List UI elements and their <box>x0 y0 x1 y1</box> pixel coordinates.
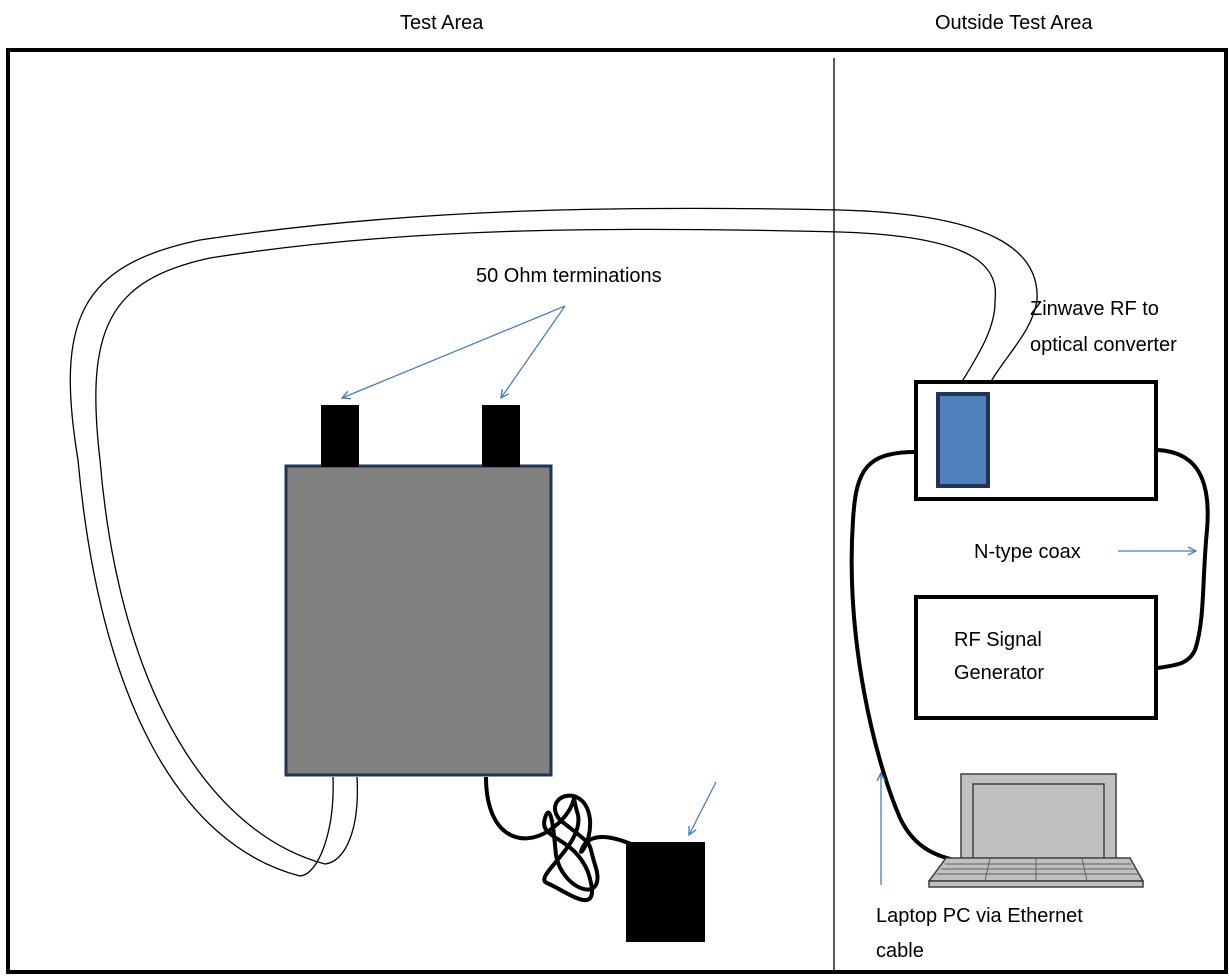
termination-right <box>482 405 520 467</box>
fiber-cable-outer <box>69 207 1038 877</box>
laptop-label-line1: Laptop PC via Ethernet <box>876 905 1083 927</box>
coax-cable <box>1157 448 1210 670</box>
terminations-label: 50 Ohm terminations <box>476 265 662 287</box>
ethernet-cable <box>849 450 966 864</box>
test-area-label: Test Area <box>400 12 484 34</box>
tangled-cable <box>484 776 665 903</box>
termination-arrow-left <box>342 305 566 398</box>
laptop-icon <box>927 773 1145 888</box>
laptop-label-line2: cable <box>876 940 924 962</box>
black-box-arrow <box>689 781 717 835</box>
signal-generator-label-line1: RF Signal <box>954 629 1042 651</box>
converter-label-line2: optical converter <box>1030 334 1177 356</box>
coax-label: N-type coax <box>974 541 1081 563</box>
signal-generator-box <box>914 595 1158 720</box>
termination-left <box>321 405 359 467</box>
outside-test-area-label: Outside Test Area <box>935 12 1093 34</box>
fiber-cable-inner <box>95 228 997 865</box>
diagram-frame <box>6 48 1228 974</box>
termination-arrow-right <box>501 305 566 398</box>
black-box <box>626 842 705 942</box>
converter-label-line1: Zinwave RF to <box>1030 298 1159 320</box>
signal-generator-label-line2: Generator <box>954 662 1045 684</box>
equipment-body <box>284 464 553 777</box>
converter-port <box>936 392 990 488</box>
